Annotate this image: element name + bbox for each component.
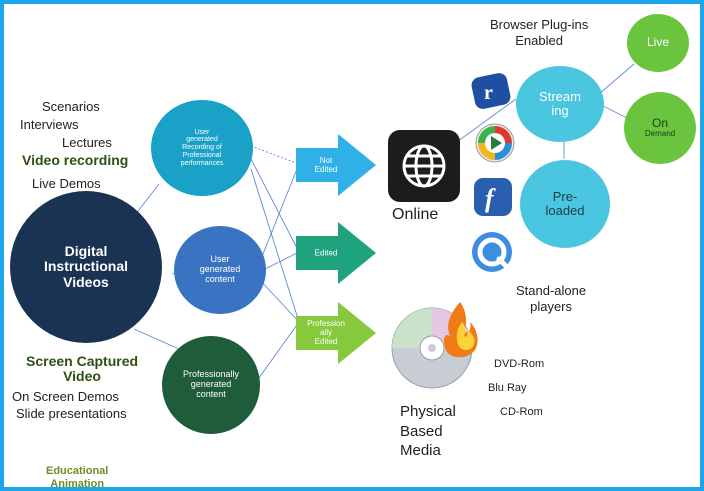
center-line3: Videos <box>63 273 109 290</box>
preloaded-line1: Pre- <box>552 188 578 204</box>
arrow-label-line: Profession <box>307 319 345 329</box>
svg-text:f: f <box>485 184 496 213</box>
arrow-label-line: ally <box>319 328 332 338</box>
screen-captured-line1: Screen Captured <box>26 353 139 369</box>
label-dvd-rom: DVD-Rom <box>494 358 545 370</box>
label-browser-plugins: Browser Plug-ins Enabled <box>490 17 588 48</box>
label-screen-captured: Screen Captured Video <box>26 354 138 383</box>
arrow-not-edited-shape <box>296 134 376 196</box>
label-video-recording: Video recording <box>22 152 129 168</box>
arrow-edited-shape <box>296 222 376 284</box>
source-user-content-line: content <box>205 273 235 284</box>
arrow-edited-label: Edited <box>302 248 350 257</box>
arrow-label-line: Edited <box>314 337 338 347</box>
source-circle-professional: Professionally generated content <box>162 336 260 434</box>
label-on-screen-demos: On Screen Demos <box>12 389 119 404</box>
educational-line2: Animation <box>50 478 105 491</box>
standalone-line2: players <box>530 299 573 315</box>
arrow-professionally-edited-label: Profession ally Edited <box>302 319 350 347</box>
circle-preloaded: Pre- loaded <box>520 160 610 248</box>
arrow-label-line: Edited <box>314 165 338 174</box>
center-line2: Instructional <box>43 258 128 275</box>
flash-icon-shape: f <box>474 178 512 216</box>
source-circle-user-recording: User generated Recording of Professional… <box>151 100 253 196</box>
label-educational-animation: Educational Animation <box>46 465 109 491</box>
browser-plugins-line1: Browser Plug-ins <box>490 17 589 32</box>
center-line1: Digital <box>64 242 108 259</box>
label-live-demos: Live Demos <box>32 176 101 191</box>
label-online: Online <box>392 206 439 223</box>
windows-media-icon-shape <box>475 123 515 163</box>
globe-icon-shape <box>402 144 446 188</box>
source-recording-line: generated <box>186 136 218 144</box>
on-demand-line2: Demand <box>644 129 676 139</box>
streaming-line2: ing <box>551 103 569 118</box>
windows-media-icon <box>474 122 516 164</box>
arrow-not-edited-label: Not Edited <box>302 156 350 174</box>
source-user-content-line: generated <box>199 264 241 275</box>
globe-icon <box>388 130 460 202</box>
source-recording-line: User <box>194 128 210 136</box>
center-circle-digital-instructional-videos: Digital Instructional Videos <box>10 191 162 343</box>
source-recording-line: Recording of <box>182 144 222 152</box>
standalone-line1: Stand-alone <box>516 283 587 298</box>
physical-line1: Physical <box>400 403 456 420</box>
browser-plugins-line2: Enabled <box>515 32 563 48</box>
connector-lines <box>131 63 635 383</box>
source-professional-line: generated <box>190 379 232 390</box>
source-professional-line: content <box>196 388 226 399</box>
screen-captured-line2: Video <box>63 367 101 384</box>
preloaded-line2: loaded <box>545 203 585 218</box>
label-standalone-players: Stand-alone players <box>516 283 586 316</box>
circle-streaming: Stream ing <box>516 66 604 142</box>
on-demand-line1: On <box>651 116 668 130</box>
label-interviews: Interviews <box>20 117 79 132</box>
label-blu-ray: Blu Ray <box>488 382 527 394</box>
source-circle-user-content: User generated content <box>174 226 266 314</box>
arrow-label-line: Not <box>319 155 333 165</box>
arrow-edited: Edited <box>296 222 376 284</box>
label-scenarios: Scenarios <box>42 99 100 114</box>
arrow-professionally-edited: Profession ally Edited <box>296 302 376 364</box>
disc-flame-icon-shape <box>391 302 478 389</box>
educational-line1: Educational <box>46 465 109 477</box>
physical-line2: Based <box>400 422 443 440</box>
arrow-label-line: Edited <box>314 248 338 258</box>
source-recording-line: Professional <box>182 151 222 159</box>
realplayer-icon-shape: r <box>471 73 511 109</box>
label-slide-presentations: Slide presentations <box>16 406 127 421</box>
streaming-line1: Stream <box>539 88 581 104</box>
live-text: Live <box>646 35 669 50</box>
circle-on-demand: On Demand <box>624 92 696 164</box>
source-recording-line: performances <box>180 159 224 167</box>
label-physical-based-media: Physical Based Media <box>400 402 456 461</box>
disc-flame-icon <box>388 296 484 392</box>
quicktime-icon-shape <box>472 232 512 272</box>
realplayer-icon: r <box>470 72 512 110</box>
source-professional-line: Professionally <box>182 369 240 380</box>
arrow-professionally-edited-shape <box>296 302 376 364</box>
svg-text:r: r <box>484 82 493 104</box>
quicktime-icon <box>470 230 514 274</box>
source-user-content-line: User <box>210 254 230 265</box>
label-lectures: Lectures <box>62 135 112 150</box>
physical-line3: Media <box>400 442 441 459</box>
circle-live: Live <box>627 14 689 72</box>
source-recording-text: User generated Recording of Professional… <box>181 129 224 167</box>
arrow-not-edited: Not Edited <box>296 134 376 196</box>
flash-icon: f <box>472 176 514 218</box>
label-cd-rom: CD-Rom <box>500 406 543 418</box>
